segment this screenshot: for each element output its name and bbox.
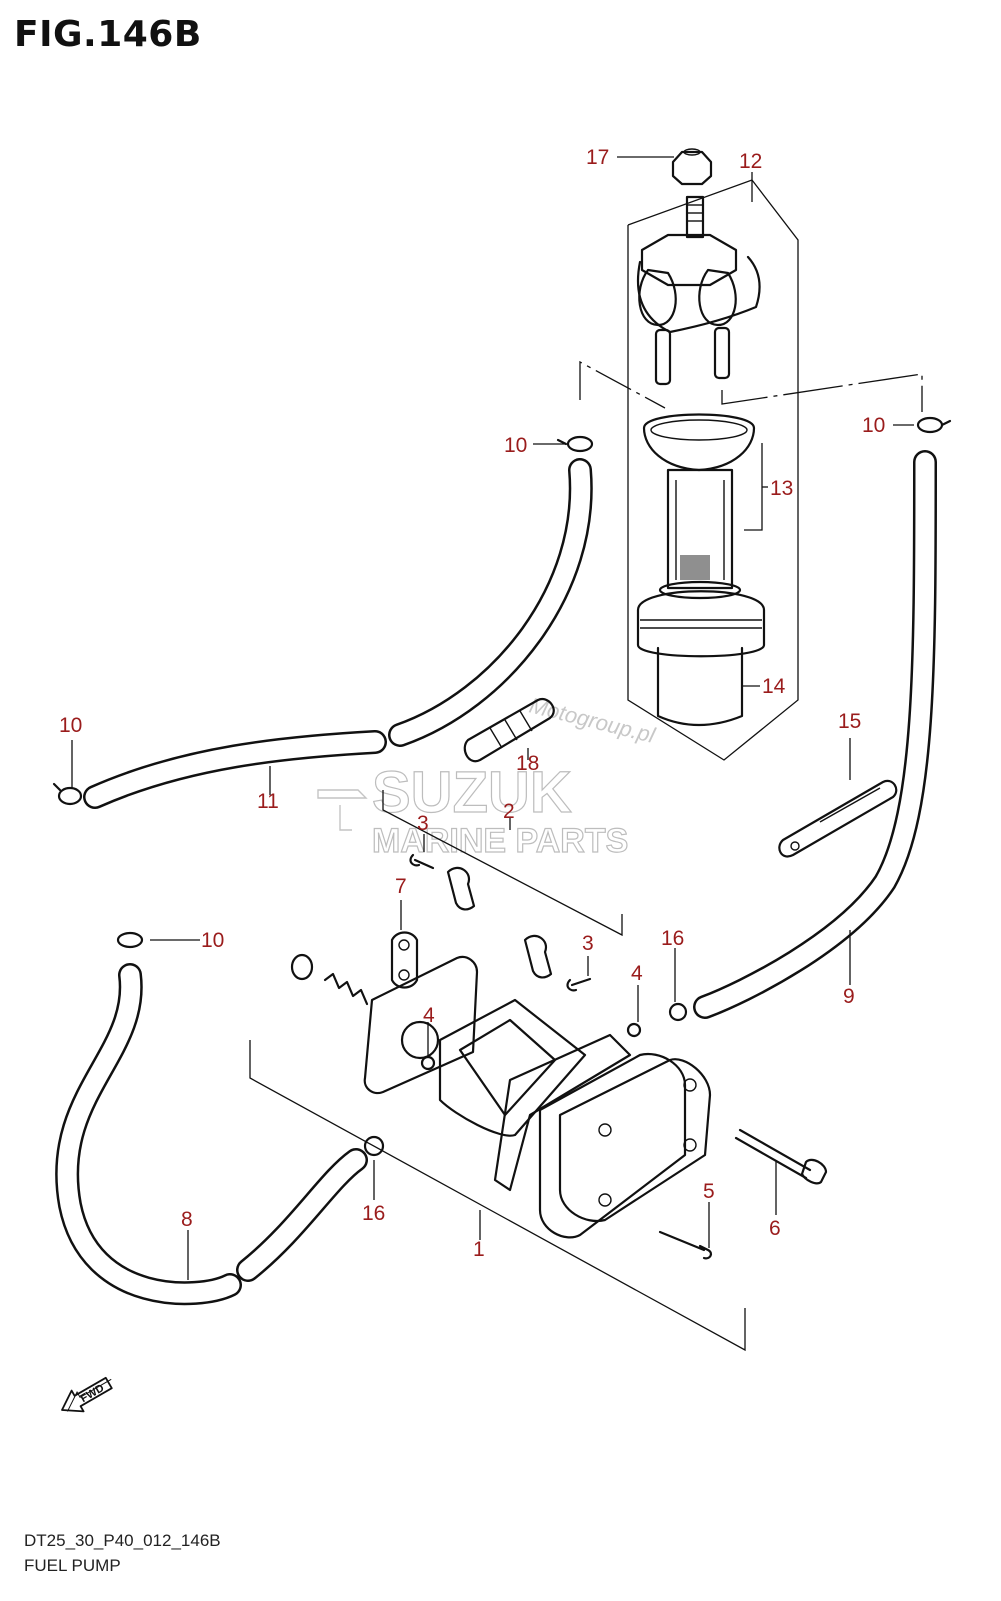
callout-3: 3 [582,932,594,955]
figure-name: FUEL PUMP [24,1556,121,1575]
leader-lines [71,156,914,1280]
callout-10: 10 [201,929,224,952]
callout-10: 10 [504,434,527,457]
part-10-clamps [52,416,952,949]
callout-1: 1 [473,1238,485,1261]
callout-5: 5 [703,1180,715,1203]
assembly-bracket [249,790,746,1352]
watermark-subtitle: MARINE PARTS [372,822,628,860]
figure-code: DT25_30_P40_012_146B [24,1531,221,1550]
part-18-fitting [463,697,555,763]
callout-7: 7 [395,875,407,898]
callout-9: 9 [843,985,855,1008]
watermark-brand: SUZUK [372,760,572,825]
fwd-label: FWD [79,1382,107,1405]
fwd-arrow: FWD [61,1376,113,1413]
figure-title: FIG.146B [14,14,202,55]
fuel-hoses [55,450,937,1306]
callout-4: 4 [631,962,643,985]
part-12-filter-cap [636,195,761,386]
part-13-filter-element [642,413,756,600]
callout-3: 3 [417,812,429,835]
callout-13: 13 [770,477,793,500]
callout-4: 4 [423,1004,435,1027]
callout-14: 14 [762,675,786,698]
callout-16: 16 [362,1202,385,1225]
callouts: 17 12 10 10 13 14 10 18 15 11 2 3 7 10 3… [59,146,885,1261]
part-17-nut [671,148,713,186]
callout-12: 12 [739,150,762,173]
callout-10: 10 [862,414,885,437]
callout-2: 2 [503,800,515,823]
fuel-pump-body [363,955,712,1239]
callout-16: 16 [661,927,684,950]
part-15-strap [778,779,898,858]
callout-17: 17 [586,146,609,169]
callout-11: 11 [257,790,279,813]
part-14-filter-cup [636,590,766,727]
callout-6: 6 [769,1217,781,1240]
callout-15: 15 [838,710,861,733]
callout-18: 18 [516,752,539,775]
watermark: SUZUK MARINE PARTS Motogroup.pl [317,693,659,861]
small-parts [290,853,828,1260]
watermark-outboard-icon [317,789,368,799]
guide-lines [579,360,923,412]
callout-10: 10 [59,714,82,737]
callout-8: 8 [181,1208,193,1231]
